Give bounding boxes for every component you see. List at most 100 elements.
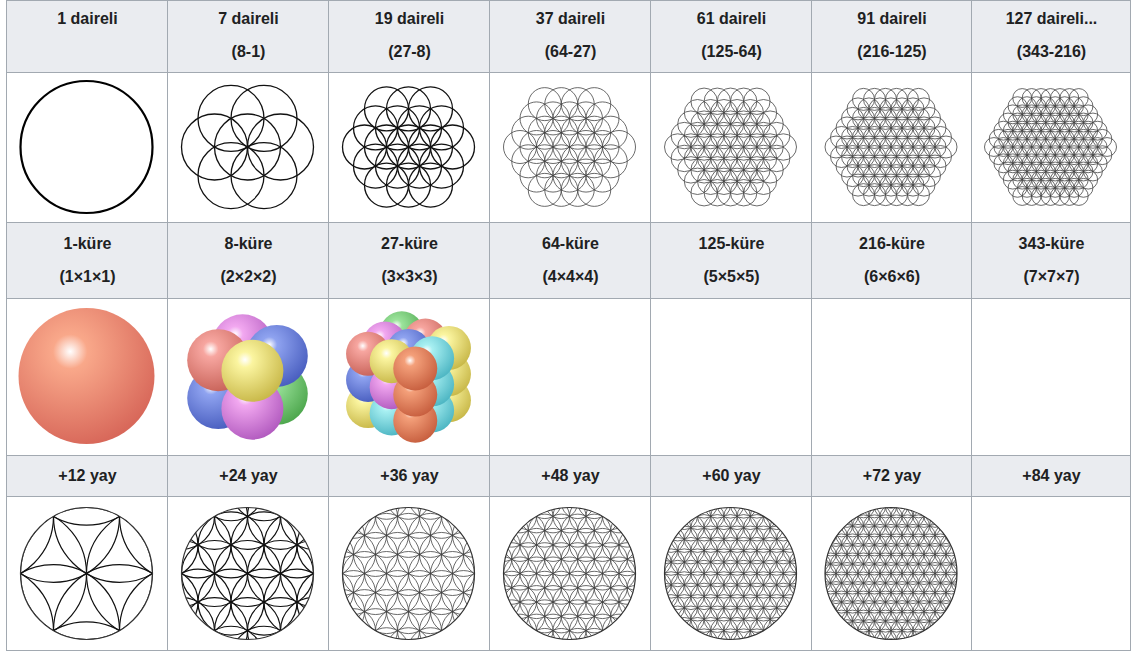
table-header-text: (343-216) [1017, 35, 1086, 68]
table-header-text: +48 yay [541, 459, 599, 492]
header-cell: 37 daireli(64-27) [490, 0, 651, 72]
sphere [393, 346, 437, 390]
arc-circle [897, 496, 919, 518]
image-cell-bg [7, 299, 168, 456]
table-header-text: (8-1) [232, 35, 266, 68]
arc-circle [453, 513, 497, 557]
arc-circle [464, 571, 508, 615]
header-cell: +12 yay [7, 455, 168, 496]
table-header-text: (64-27) [545, 35, 597, 68]
header-cell-bg [490, 1, 651, 73]
arc-circle [731, 492, 757, 518]
circle-packing [504, 88, 636, 207]
arc-circle [651, 537, 677, 563]
header-cell: +84 yay [972, 455, 1131, 496]
image-cell-bg [329, 299, 490, 456]
header-cell-bg [329, 456, 490, 497]
flower-pattern [479, 486, 661, 651]
header-cell: 8-küre(2×2×2) [168, 222, 329, 298]
arc-circle [645, 549, 671, 575]
arc-circle [783, 583, 809, 609]
header-cell: 61 daireli(125-64) [651, 0, 812, 72]
outer-circle [504, 508, 636, 640]
arc-circle [248, 598, 314, 651]
table-header-text: 127 daireli... [1006, 2, 1098, 35]
table-header-text: +72 yay [863, 459, 921, 492]
arc-circle [691, 492, 717, 518]
arc-circle [442, 494, 486, 538]
arc-circle [578, 628, 611, 651]
header-cell: +72 yay [812, 455, 972, 496]
arc-circle [875, 496, 897, 518]
table-header-text: 1 daireli [57, 2, 117, 35]
arc-circle [0, 450, 54, 582]
table-header-text: (125-64) [701, 35, 761, 68]
arc-circle [814, 543, 836, 565]
arc-circle [946, 582, 968, 604]
arc-circle [182, 598, 248, 651]
arc-circle [864, 496, 886, 518]
arc-circle [310, 532, 354, 576]
table-header-text: +36 yay [380, 459, 438, 492]
image-cell-bg [972, 299, 1131, 456]
arc-circle [770, 606, 796, 632]
header-cell: 216-küre(6×6×6) [812, 222, 972, 298]
table-header-text: +84 yay [1022, 459, 1080, 492]
arc-circle [783, 537, 809, 563]
arc-circle [770, 515, 796, 541]
circle-outline [21, 81, 153, 213]
arc-circle [704, 492, 730, 518]
arc-circle [198, 455, 264, 521]
arc-circle [0, 450, 120, 582]
circle-packing [21, 81, 153, 213]
arc-circle [504, 614, 537, 647]
image-cell-bg [7, 73, 168, 223]
arc-circle [627, 571, 660, 604]
arc-circle [545, 486, 578, 519]
circle-packing [343, 87, 475, 207]
arc-circle [820, 534, 842, 556]
header-cell-bg [168, 456, 329, 497]
table-header-text: 91 daireli [857, 2, 926, 35]
arc-circle [790, 572, 816, 598]
header-cell: 127 daireli...(343-216) [972, 0, 1131, 72]
arc-circle [310, 571, 354, 615]
header-cell: 1 daireli [7, 0, 168, 72]
table-header-text: (27-8) [388, 35, 431, 68]
arc-circle [0, 565, 54, 651]
arc-circle [479, 571, 512, 604]
header-cell-bg [812, 456, 972, 497]
header-cell-bg [168, 223, 329, 299]
circle-outline [248, 114, 314, 180]
header-cell: +48 yay [490, 455, 651, 496]
outer-circle [825, 508, 957, 640]
outer-circle [182, 508, 314, 640]
arc-circle [487, 528, 520, 561]
header-cell-bg [812, 1, 972, 73]
image-cell-bg [168, 299, 329, 456]
arc-circle [814, 582, 836, 604]
flower-pattern [645, 492, 817, 651]
table-header-text: (2×2×2) [220, 260, 276, 293]
image-cell-bg [490, 299, 651, 456]
arc-circle [665, 515, 691, 541]
outer-circle [21, 508, 153, 640]
header-cell-bg [490, 223, 651, 299]
arc-circle [665, 606, 691, 632]
image-cell-bg [812, 73, 972, 223]
image-cell-bg [651, 299, 812, 456]
arc-circle [880, 639, 902, 651]
arc-circle [21, 622, 153, 651]
flower-pattern [809, 486, 974, 651]
circle-outline [935, 136, 957, 158]
table-header-text: 216-küre [859, 227, 925, 260]
circle-outline [431, 125, 475, 169]
sphere [19, 308, 155, 444]
arc-circle [908, 496, 930, 518]
arc-circle [930, 515, 952, 537]
arc-circle [619, 586, 652, 619]
image-cell-bg [168, 73, 329, 223]
arc-circle [941, 534, 963, 556]
arc-circle [853, 496, 875, 518]
